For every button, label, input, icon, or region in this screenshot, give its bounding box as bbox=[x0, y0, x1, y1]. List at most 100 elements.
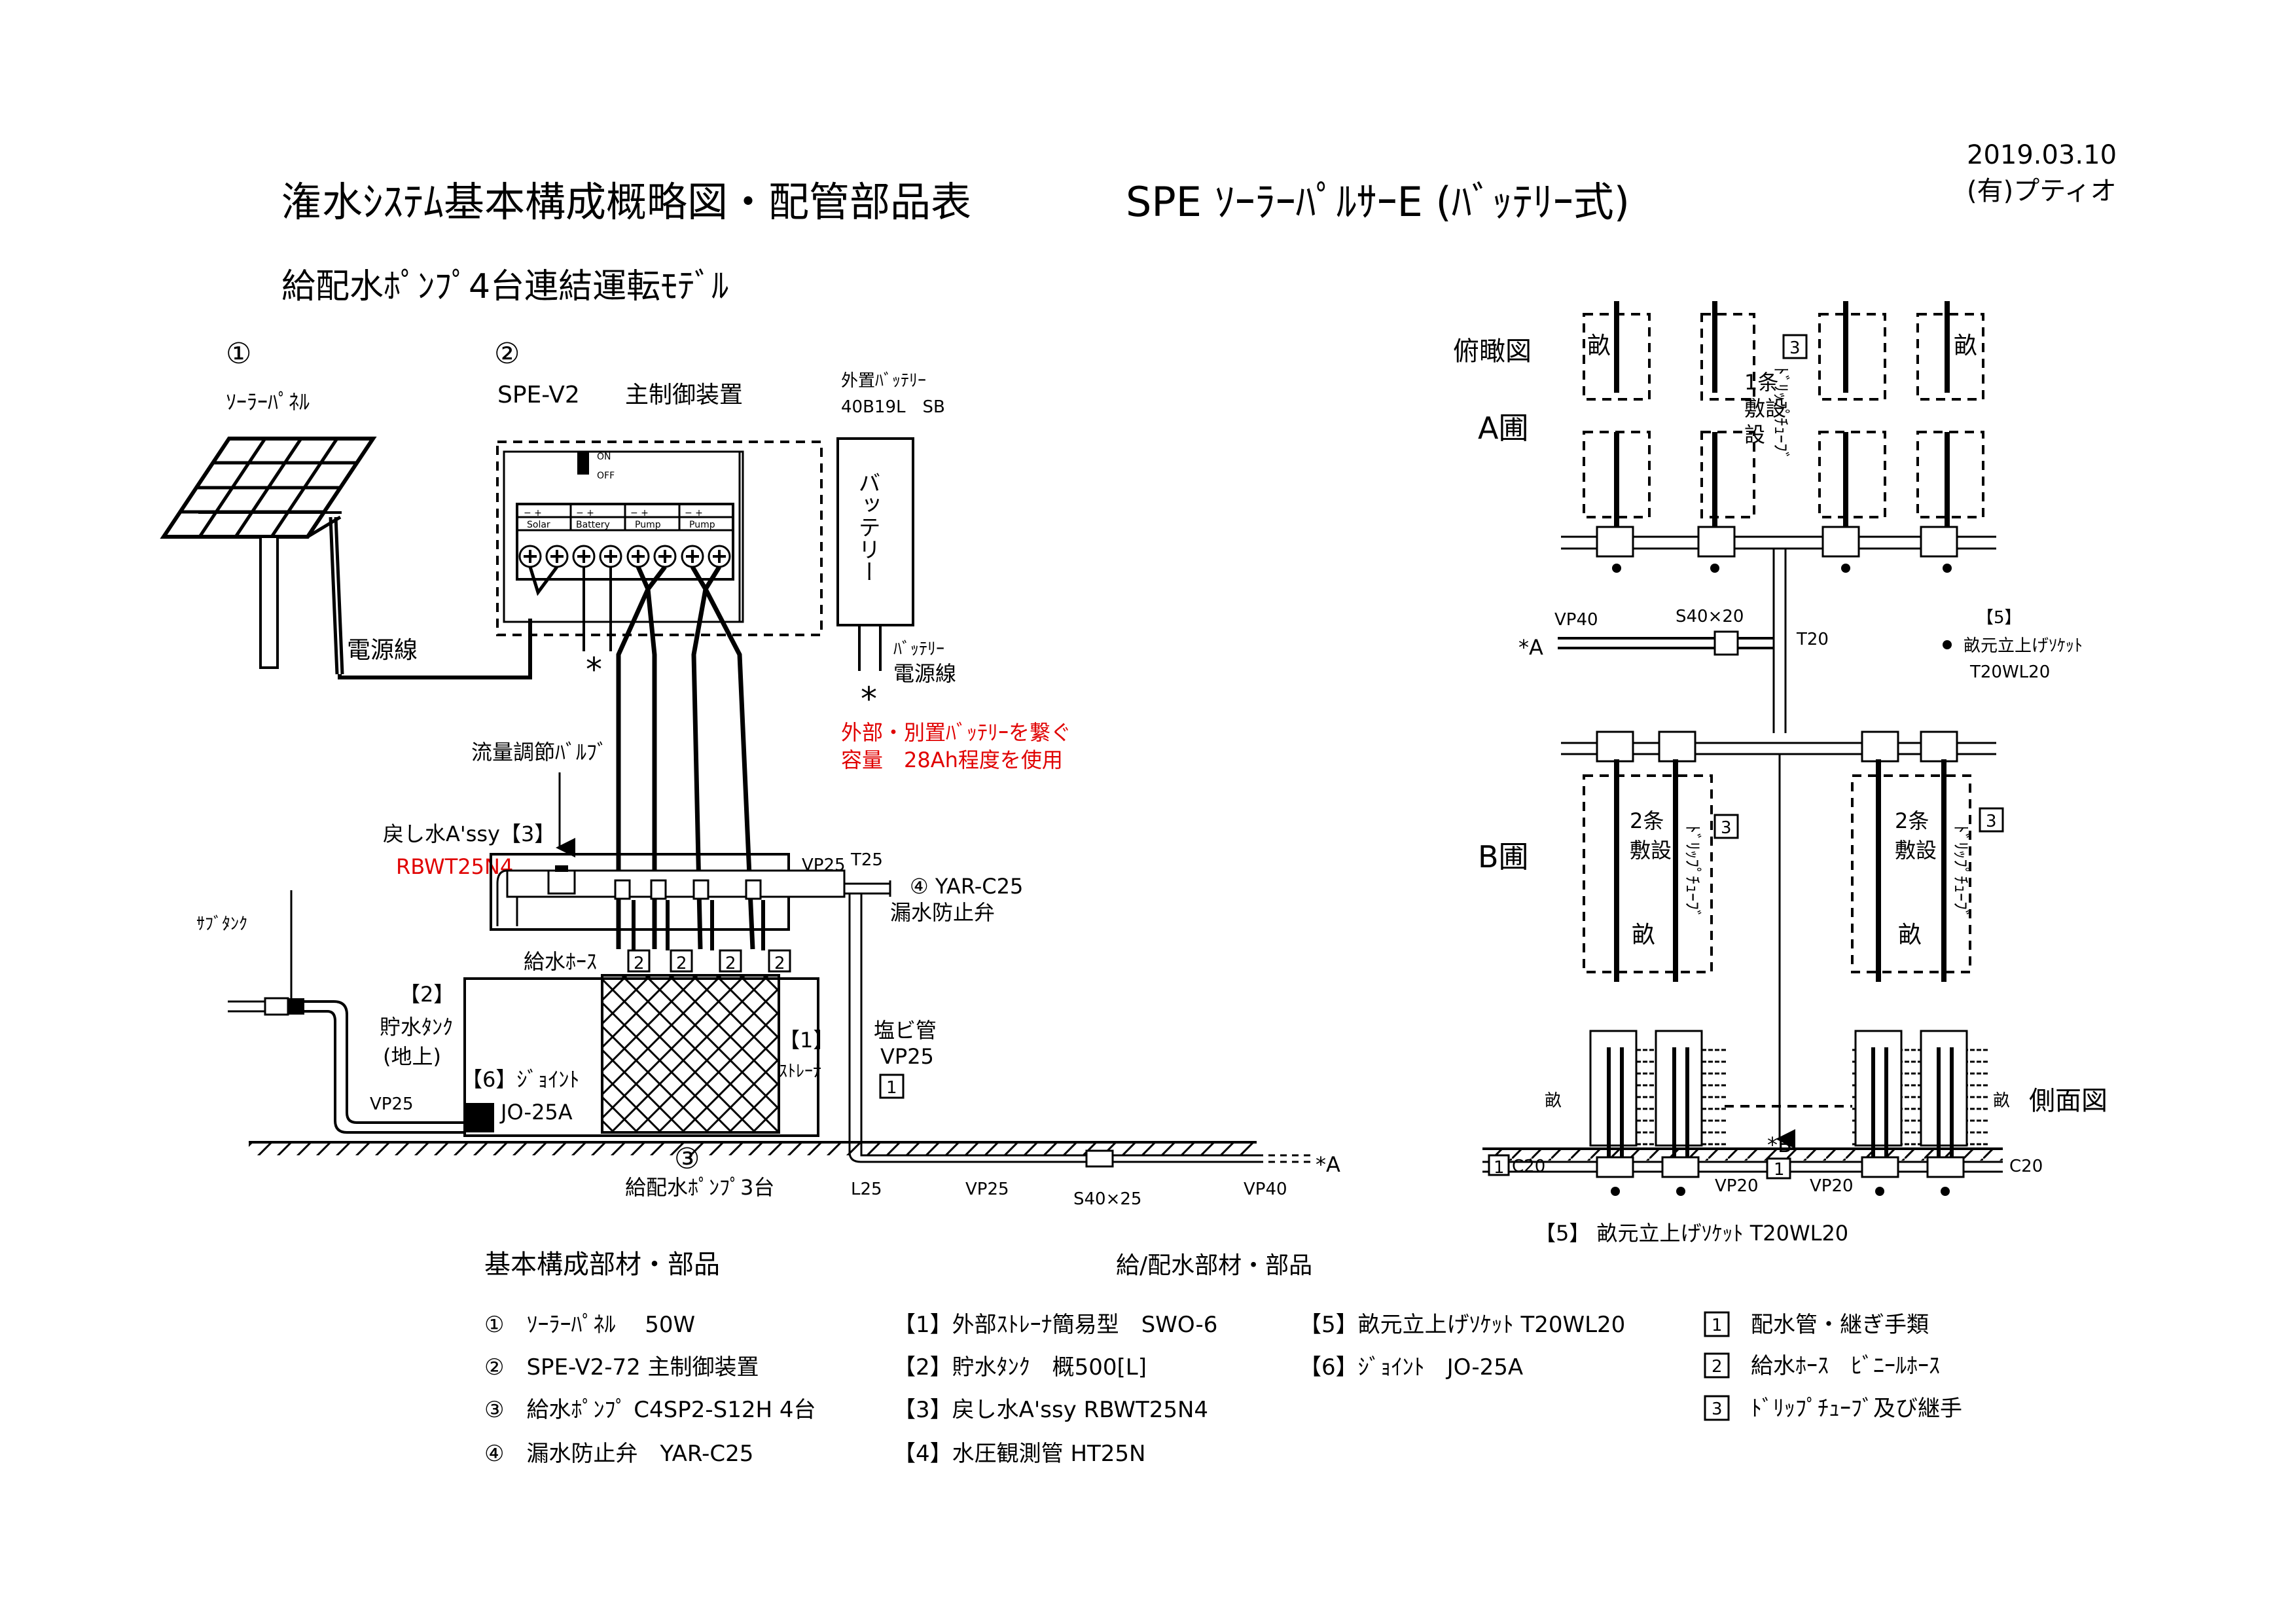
vp25-top: VP25 bbox=[802, 856, 846, 875]
vp25-left: VP25 bbox=[370, 1094, 414, 1114]
l25: L25 bbox=[851, 1180, 882, 1199]
supply-parts-title: 給/配水部材・部品 bbox=[1116, 1252, 1312, 1279]
num-1: ① bbox=[226, 337, 251, 370]
star-a-left: *A bbox=[1316, 1152, 1340, 1177]
drip-tube-b1: ﾄﾞﾘｯﾌﾟﾁｭｰﾌﾞ bbox=[1682, 825, 1702, 918]
tag-item-3: ﾄﾞﾘｯﾌﾟﾁｭｰﾌﾞ及び継手 bbox=[1751, 1396, 1962, 1422]
sub-tank-label: ｻﾌﾞﾀﾝｸ bbox=[196, 914, 247, 934]
field-layout-diagram: 俯瞰図 A圃 B圃 畝 畝 3 1条 敷設 設 ﾄﾞﾘｯﾌﾟﾁｭｰﾌﾞ bbox=[1453, 301, 2108, 1246]
vp20-right: VP20 bbox=[1810, 1176, 1854, 1196]
system-diagram: ① ｿｰﾗｰﾊﾟﾈﾙ ② SPE-V2 主制御装置 外置ﾊﾞｯﾃﾘｰ 40B19… bbox=[160, 337, 1340, 1209]
supply-item-3: 【3】戻し水A'ssy RBWT25N4 bbox=[893, 1397, 1208, 1423]
item5-line1: 畝元立上げｿｹｯﾄ bbox=[1964, 636, 2083, 656]
t25: T25 bbox=[850, 850, 883, 870]
tank-num: 【2】 bbox=[399, 982, 454, 1007]
drip-tag-b1: 3 bbox=[1721, 818, 1732, 838]
item5-line2: T20WL20 bbox=[1969, 662, 2050, 682]
flow-valve-label: 流量調節ﾊﾞﾙﾌﾞ bbox=[471, 740, 607, 765]
two-row-b2-2: 敷設 bbox=[1895, 838, 1937, 863]
svg-text:− +: − + bbox=[630, 508, 649, 518]
extra-item-2: 【6】ｼﾞｮｲﾝﾄ JO-25A bbox=[1299, 1354, 1523, 1380]
supply-hose-label: 給水ﾎｰｽ bbox=[524, 949, 597, 974]
terminal-pump-1: Pump bbox=[635, 520, 661, 530]
asterisk-battery: * bbox=[861, 680, 877, 718]
item5-num: 【5】 bbox=[1977, 608, 2022, 628]
bottom-caption: 【5】 畝元立上げｿｹｯﾄ T20WL20 bbox=[1535, 1221, 1848, 1246]
ridge-a2: 畝 bbox=[1954, 333, 1977, 359]
hose-tags: 2 2 2 2 bbox=[627, 949, 791, 973]
t20: T20 bbox=[1796, 630, 1829, 649]
joint-label: 【6】ｼﾞｮｲﾝﾄ bbox=[461, 1067, 579, 1092]
drip-tag-b2: 3 bbox=[1986, 812, 1997, 831]
drip-tube-b2: ﾄﾞﾘｯﾌﾟﾁｭｰﾌﾞ bbox=[1950, 825, 1970, 918]
red-note-2: 容量 28Ah程度を使用 bbox=[841, 748, 1063, 772]
svg-text:− +: − + bbox=[576, 508, 594, 518]
basic-item-1: ① ｿｰﾗｰﾊﾟﾈﾙ 50W bbox=[484, 1312, 695, 1338]
vp25-bottom: VP25 bbox=[965, 1180, 1009, 1199]
basic-item-3: ③ 給水ﾎﾟﾝﾌﾟ C4SP2-S12H 4台 bbox=[484, 1397, 816, 1423]
page-subtitle: 給配水ﾎﾟﾝﾌﾟ4台連結運転ﾓﾃﾞﾙ bbox=[281, 267, 728, 306]
c20-right: C20 bbox=[2009, 1157, 2043, 1176]
basic-item-2: ② SPE-V2-72 主制御装置 bbox=[484, 1354, 759, 1380]
star-b: *B bbox=[1767, 1132, 1792, 1157]
b-field-label: B圃 bbox=[1478, 839, 1529, 875]
vp20-left: VP20 bbox=[1715, 1176, 1759, 1196]
solar-panel bbox=[160, 437, 377, 675]
strainer-label: ｽﾄﾚｰﾅ bbox=[779, 1062, 821, 1081]
supply-item-4: 【4】水圧観測管 HT25N bbox=[893, 1441, 1145, 1467]
external-battery bbox=[836, 437, 914, 626]
pvc-label-2: VP25 bbox=[880, 1044, 934, 1069]
tag-item-3-tag: 3 bbox=[1712, 1399, 1723, 1419]
tag1-side: 1 bbox=[1494, 1158, 1505, 1178]
supply-item-1: 【1】外部ｽﾄﾚｰﾅ簡易型 SWO-6 bbox=[893, 1312, 1217, 1338]
asterisk-controller: * bbox=[586, 651, 602, 689]
pvc-label-1: 塩ビ管 bbox=[874, 1018, 937, 1043]
pvc-tag: 1 bbox=[886, 1078, 897, 1098]
basic-item-4: ④ 漏水防止弁 YAR-C25 bbox=[484, 1441, 753, 1467]
solar-panel-label: ｿｰﾗｰﾊﾟﾈﾙ bbox=[226, 389, 310, 414]
ext-battery-label: 外置ﾊﾞｯﾃﾘｰ bbox=[841, 371, 926, 391]
vp40-bottom: VP40 bbox=[1244, 1180, 1287, 1199]
tag-item-1-tag: 1 bbox=[1712, 1316, 1723, 1335]
extra-item-1: 【5】畝元立上げｿｹｯﾄ T20WL20 bbox=[1299, 1312, 1625, 1338]
two-row-b2-1: 2条 bbox=[1895, 808, 1929, 833]
ridge-side-right: 畝 bbox=[1993, 1091, 2010, 1111]
pumps-label: 給配水ﾎﾟﾝﾌﾟ3台 bbox=[625, 1175, 774, 1200]
drip-tag-a: 3 bbox=[1789, 338, 1801, 358]
side-view: 1 C20 C20 VP20 VP20 1 *B 畝 畝 側面図 bbox=[1482, 1030, 2108, 1196]
terminal-pump-2: Pump bbox=[689, 520, 715, 530]
battery-text: バッテリー bbox=[854, 471, 880, 583]
joint-part: JO-25A bbox=[499, 1100, 573, 1125]
ridge-side-left: 畝 bbox=[1545, 1091, 1562, 1111]
strainers bbox=[601, 974, 780, 1134]
vp40-right: VP40 bbox=[1554, 610, 1598, 630]
basic-parts-title: 基本構成部材・部品 bbox=[484, 1250, 720, 1280]
s40x25: S40×25 bbox=[1073, 1189, 1141, 1209]
svg-text:2: 2 bbox=[725, 954, 736, 973]
product-title: SPE ｿｰﾗｰﾊﾟﾙｻｰE (ﾊﾞｯﾃﾘｰ式) bbox=[1126, 178, 1630, 226]
power-switch[interactable] bbox=[577, 452, 589, 475]
page-title: 潅水ｼｽﾃﾑ基本構成概略図・配管部品表 bbox=[281, 178, 971, 226]
two-row-b1-2: 敷設 bbox=[1630, 838, 1672, 863]
ridge-a1: 畝 bbox=[1587, 333, 1611, 359]
ridge-b1: 畝 bbox=[1632, 922, 1655, 948]
tag-item-2-tag: 2 bbox=[1712, 1357, 1723, 1377]
tank-label-1: 貯水ﾀﾝｸ bbox=[380, 1015, 453, 1039]
tag1-center: 1 bbox=[1774, 1160, 1785, 1180]
terminal-battery: Battery bbox=[576, 520, 610, 530]
controller-label: 主制御装置 bbox=[625, 382, 743, 408]
svg-text:− +: − + bbox=[524, 508, 542, 518]
side-view-label: 側面図 bbox=[2029, 1086, 2108, 1116]
terminal-solar: Solar bbox=[527, 520, 550, 530]
two-row-b1-1: 2条 bbox=[1630, 808, 1664, 833]
controller-box bbox=[496, 441, 823, 636]
tag-item-1: 配水管・継ぎ手類 bbox=[1751, 1312, 1929, 1338]
return-part: RBWT25N4 bbox=[396, 854, 513, 879]
num-2: ② bbox=[494, 337, 520, 370]
date: 2019.03.10 bbox=[1967, 140, 2117, 170]
company: (有)プティオ bbox=[1967, 176, 2117, 206]
svg-text:2: 2 bbox=[676, 954, 687, 973]
ridge-b2: 畝 bbox=[1898, 922, 1922, 948]
switch-on: ON bbox=[597, 452, 611, 462]
red-note-1: 外部・別置ﾊﾞｯﾃﾘｰを繋ぐ bbox=[841, 720, 1071, 745]
